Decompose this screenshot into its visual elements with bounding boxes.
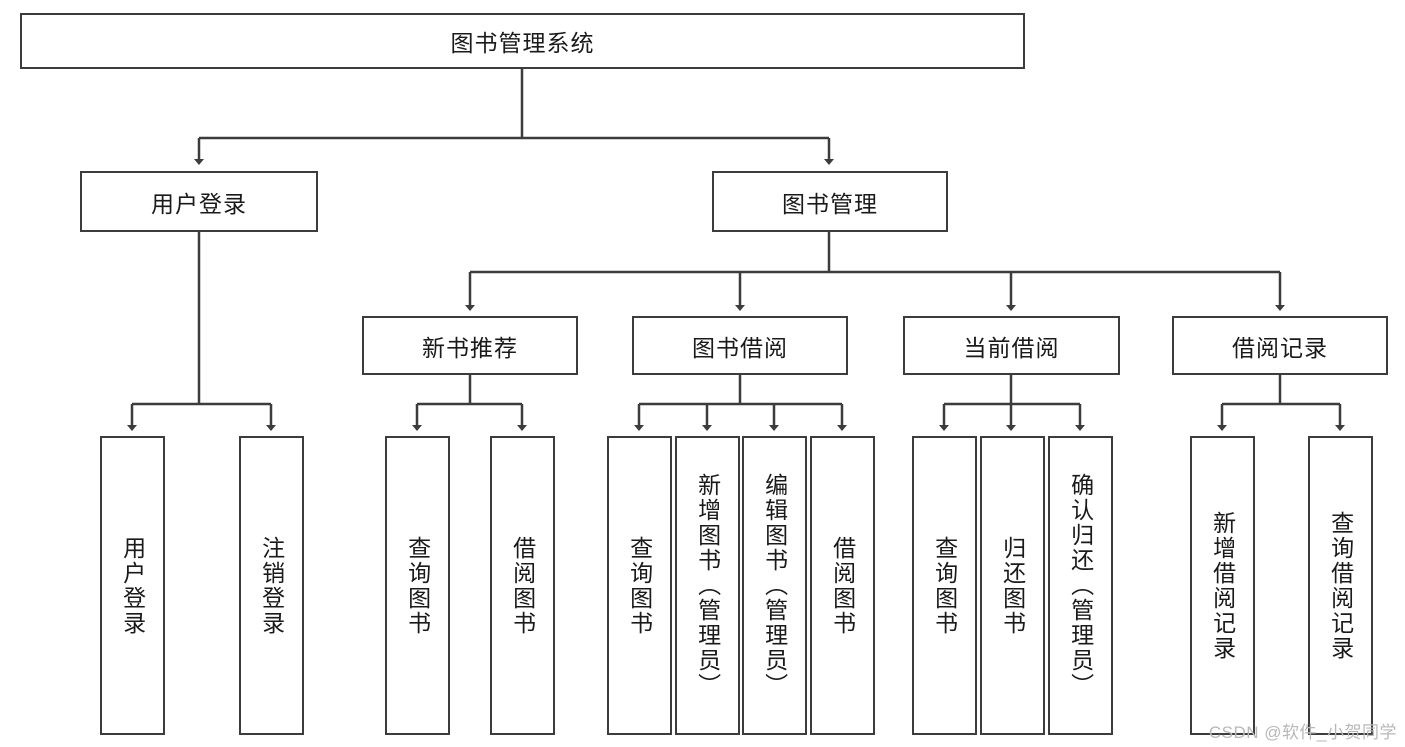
node-label: 新增图书（管理员） xyxy=(694,473,721,698)
node-label: 图书管理 xyxy=(782,190,878,217)
leaf-add-record[interactable]: 新增借阅记录 xyxy=(1190,436,1255,735)
leaf-add-book[interactable]: 新增图书（管理员） xyxy=(675,436,740,735)
node-borrow-record[interactable]: 借阅记录 xyxy=(1172,316,1388,375)
leaf-query-book-2[interactable]: 查询图书 xyxy=(607,436,672,735)
node-label: 确认归还（管理员） xyxy=(1067,473,1094,698)
leaf-edit-book[interactable]: 编辑图书（管理员） xyxy=(742,436,807,735)
leaf-borrow-book-1[interactable]: 借阅图书 xyxy=(490,436,555,735)
node-book-borrow[interactable]: 图书借阅 xyxy=(632,316,848,375)
node-label: 查询图书 xyxy=(626,535,653,636)
node-new-book-recommend[interactable]: 新书推荐 xyxy=(362,316,578,375)
node-label: 查询图书 xyxy=(931,535,958,636)
node-label: 用户登录 xyxy=(151,190,247,217)
leaf-query-book-1[interactable]: 查询图书 xyxy=(385,436,450,735)
node-label: 当前借阅 xyxy=(963,334,1060,361)
node-label: 新书推荐 xyxy=(422,334,518,361)
node-label: 查询借阅记录 xyxy=(1327,510,1354,661)
leaf-confirm-return[interactable]: 确认归还（管理员） xyxy=(1048,436,1113,735)
node-label: 用户登录 xyxy=(119,535,146,636)
node-label: 图书管理系统 xyxy=(450,30,595,56)
node-label: 借阅记录 xyxy=(1232,334,1328,361)
node-book-management[interactable]: 图书管理 xyxy=(712,171,948,232)
leaf-logout[interactable]: 注销登录 xyxy=(239,436,304,735)
node-label: 编辑图书（管理员） xyxy=(761,473,788,698)
node-label: 归还图书 xyxy=(999,535,1026,636)
node-label: 借阅图书 xyxy=(829,535,856,636)
csdn-watermark: CSDN @软件_小贺同学 xyxy=(1208,723,1397,742)
leaf-query-record[interactable]: 查询借阅记录 xyxy=(1308,436,1373,735)
node-label: 注销登录 xyxy=(258,535,285,636)
leaf-return-book[interactable]: 归还图书 xyxy=(980,436,1045,735)
leaf-query-book-3[interactable]: 查询图书 xyxy=(912,436,977,735)
node-label: 查询图书 xyxy=(404,535,431,636)
leaf-user-login[interactable]: 用户登录 xyxy=(100,436,165,735)
node-user-login[interactable]: 用户登录 xyxy=(80,171,318,232)
node-label: 新增借阅记录 xyxy=(1209,510,1236,661)
node-book-management-system[interactable]: 图书管理系统 xyxy=(20,13,1025,69)
leaf-borrow-book-2[interactable]: 借阅图书 xyxy=(810,436,875,735)
node-current-borrow[interactable]: 当前借阅 xyxy=(903,316,1120,375)
node-label: 借阅图书 xyxy=(509,535,536,636)
node-label: 图书借阅 xyxy=(692,334,788,361)
